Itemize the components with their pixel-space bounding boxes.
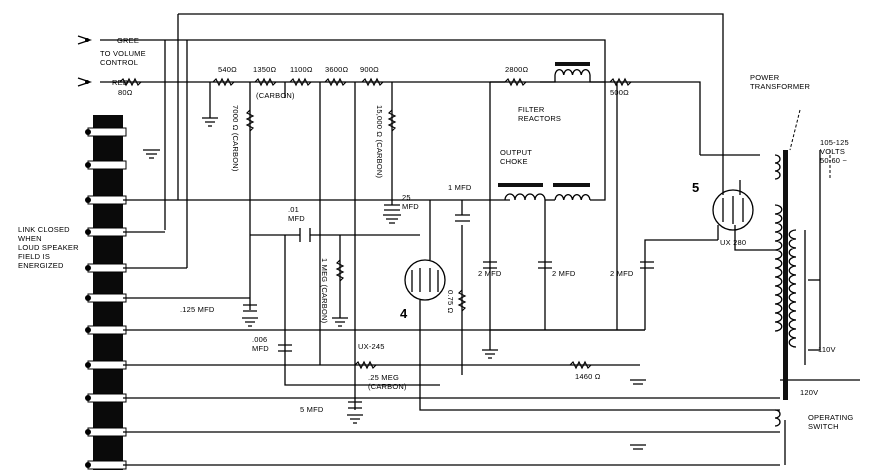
capacitors: [243, 204, 654, 409]
label-r80: 80Ω: [118, 88, 133, 97]
label-r3600: 3600Ω: [325, 65, 348, 74]
label-110v: 110V: [818, 345, 836, 354]
label-tube5: 5: [692, 180, 699, 195]
terminal-4: [85, 227, 127, 237]
terminal-strip: [85, 115, 127, 470]
terminal-8: [85, 360, 127, 370]
terminal-9: [85, 393, 127, 403]
label-r1460: 1460 Ω: [575, 372, 601, 381]
input-plugs: [77, 35, 93, 87]
output-choke: [498, 183, 591, 201]
terminal-2: [85, 160, 127, 170]
label-r540: 540Ω: [218, 65, 237, 74]
label-r7000: 7000 Ω (CARBON): [231, 105, 240, 172]
terminal-3: [85, 195, 127, 205]
label-r900: 900Ω: [360, 65, 379, 74]
label-120v: 120V: [800, 388, 818, 397]
label-r25meg: .25 MEG(CARBON): [368, 373, 407, 391]
label-r15000: 15,000 Ω (CARBON): [375, 105, 384, 178]
label-red: RED: [112, 78, 129, 87]
label-c2mfd-b: 2 MFD: [552, 269, 576, 278]
label-r2800: 2800Ω: [505, 65, 528, 74]
label-c5mfd: 5 MFD: [300, 405, 324, 414]
power-transformer: [774, 109, 831, 427]
label-ux245: UX-245: [358, 342, 385, 351]
label-ux280: UX 280: [720, 238, 746, 247]
label-c125mfd: .125 MFD: [180, 305, 215, 314]
terminal-7: [85, 325, 127, 335]
label-r075: 0.75 Ω: [446, 290, 455, 314]
terminal-6: [85, 293, 127, 303]
label-tube4: 4: [400, 306, 408, 321]
label-green: GREE: [117, 36, 139, 45]
tube-ux245: [404, 259, 446, 301]
filter-reactors: [554, 62, 591, 76]
terminal-11: [85, 460, 127, 470]
label-r1meg: 1 MEG (CARBON): [320, 258, 329, 324]
label-c1mfd: 1 MFD: [448, 183, 472, 192]
label-r500: 500Ω: [610, 88, 629, 97]
label-r1100: 1100Ω: [290, 65, 313, 74]
tube-ux280: [712, 189, 754, 231]
terminal-1: [85, 127, 127, 137]
label-c2mfd-c: 2 MFD: [610, 269, 634, 278]
label-carbon: (CARBON): [256, 91, 295, 100]
label-c2mfd-a: 2 MFD: [478, 269, 502, 278]
terminal-5: [85, 263, 127, 273]
label-r1350: 1350Ω: [253, 65, 276, 74]
terminal-10: [85, 427, 127, 437]
resistors: [119, 77, 632, 370]
grounds: [143, 117, 646, 450]
